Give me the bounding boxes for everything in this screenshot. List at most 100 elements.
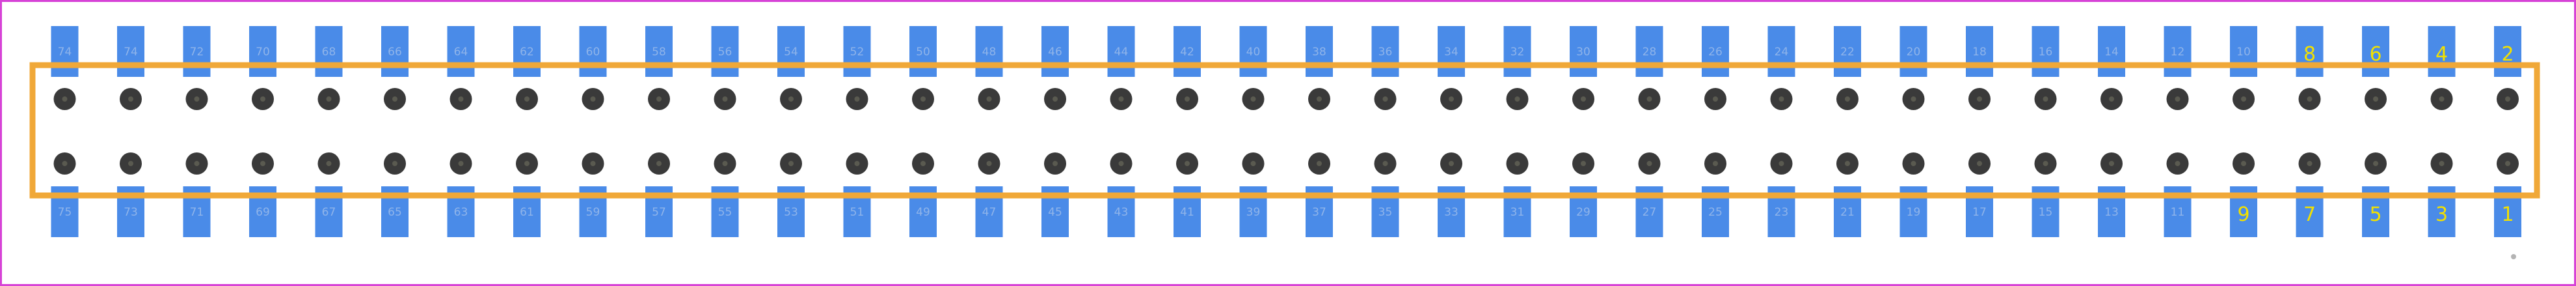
pad-label-57-bottom: 57 (652, 206, 666, 219)
pad-60-top[interactable] (579, 26, 607, 77)
drill-hole-mark (722, 161, 728, 166)
pad-30-top[interactable] (1570, 26, 1597, 77)
drill-hole-mark (788, 161, 794, 166)
drill-hole-mark (524, 96, 530, 102)
pad-46-top[interactable] (1041, 26, 1069, 77)
drill-hole-mark (458, 161, 464, 166)
drill-hole-mark (326, 161, 332, 166)
drill-hole-mark (2241, 96, 2246, 102)
pad-36-top[interactable] (1371, 26, 1399, 77)
drill-hole-mark (1778, 96, 1784, 102)
drill-hole-mark (2043, 96, 2048, 102)
pad-label-73-bottom: 73 (124, 206, 138, 219)
pad-label-60-top: 60 (586, 46, 600, 59)
pad-66-top[interactable] (381, 26, 409, 77)
drill-hole-mark (458, 96, 464, 102)
drill-hole-mark (1118, 96, 1124, 102)
pad-label-69-bottom: 69 (256, 206, 270, 219)
pad-32-top[interactable] (1503, 26, 1531, 77)
pad-56-top[interactable] (711, 26, 739, 77)
pad-6-top[interactable] (2362, 26, 2389, 77)
pad-18-top[interactable] (1966, 26, 1993, 77)
pad-label-9-bottom: 9 (2237, 203, 2249, 226)
pad-22-top[interactable] (1834, 26, 1861, 77)
pad-64-top[interactable] (447, 26, 475, 77)
pad-label-68-top: 68 (322, 46, 336, 59)
drill-hole-mark (1713, 96, 1718, 102)
pad-label-53-bottom: 53 (784, 206, 798, 219)
drill-hole-mark (1250, 161, 1256, 166)
pad-label-16-top: 16 (2039, 46, 2053, 59)
pad-52-top[interactable] (843, 26, 871, 77)
pad-label-14-top: 14 (2104, 46, 2119, 59)
pad-12-top[interactable] (2164, 26, 2192, 77)
pad-label-20-top: 20 (1907, 46, 1921, 59)
pad-label-74-top: 74 (124, 46, 138, 59)
pad-70-top[interactable] (249, 26, 276, 77)
pad-74-top[interactable] (117, 26, 144, 77)
pad-38-top[interactable] (1306, 26, 1333, 77)
drill-hole-mark (62, 96, 68, 102)
pad-label-74-top: 74 (58, 46, 72, 59)
pad-label-26-top: 26 (1708, 46, 1723, 59)
drill-hole-mark (392, 161, 397, 166)
pad-label-30-top: 30 (1576, 46, 1590, 59)
pad-72-top[interactable] (183, 26, 211, 77)
pad-62-top[interactable] (513, 26, 541, 77)
drill-hole-mark (1977, 161, 1982, 166)
drill-hole-mark (986, 161, 992, 166)
pad-10-top[interactable] (2230, 26, 2257, 77)
drill-hole-mark (2373, 96, 2378, 102)
drill-hole-mark (1646, 96, 1652, 102)
pad-label-44-top: 44 (1114, 46, 1129, 59)
drill-hole-mark (854, 96, 860, 102)
pad-48-top[interactable] (975, 26, 1003, 77)
pad-26-top[interactable] (1702, 26, 1729, 77)
pad-label-25-bottom: 25 (1708, 206, 1723, 219)
pad-label-67-bottom: 67 (322, 206, 336, 219)
pad-label-75-bottom: 75 (58, 206, 72, 219)
pad-50-top[interactable] (909, 26, 937, 77)
pad-8-top[interactable] (2296, 26, 2324, 77)
drill-hole-mark (128, 161, 133, 166)
pad-label-35-bottom: 35 (1378, 206, 1393, 219)
pad-label-40-top: 40 (1246, 46, 1261, 59)
drill-hole-mark (1382, 161, 1388, 166)
pad-20-top[interactable] (1899, 26, 1927, 77)
pad-24-top[interactable] (1767, 26, 1795, 77)
pad-40-top[interactable] (1239, 26, 1267, 77)
pad-label-43-bottom: 43 (1114, 206, 1129, 219)
drill-hole-mark (260, 96, 265, 102)
pad-label-51-bottom: 51 (850, 206, 865, 219)
pad-54-top[interactable] (777, 26, 805, 77)
pad-34-top[interactable] (1438, 26, 1465, 77)
pad-label-10-top: 10 (2236, 46, 2251, 59)
drill-hole-mark (1911, 161, 1916, 166)
drill-hole-mark (2043, 161, 2048, 166)
pad-label-39-bottom: 39 (1246, 206, 1261, 219)
drill-hole-mark (1185, 161, 1190, 166)
pad-label-32-top: 32 (1510, 46, 1525, 59)
pad-14-top[interactable] (2098, 26, 2125, 77)
pad-28-top[interactable] (1635, 26, 1663, 77)
drill-hole-mark (1977, 96, 1982, 102)
pad-4-top[interactable] (2428, 26, 2456, 77)
pad-2-top[interactable] (2494, 26, 2521, 77)
pad-58-top[interactable] (645, 26, 673, 77)
pad-label-23-bottom: 23 (1775, 206, 1789, 219)
pad-68-top[interactable] (315, 26, 343, 77)
drill-hole-mark (1382, 96, 1388, 102)
drill-hole-mark (2439, 96, 2445, 102)
pad-label-19-bottom: 19 (1907, 206, 1921, 219)
drill-hole-mark (1449, 96, 1454, 102)
drill-hole-mark (854, 161, 860, 166)
pad-label-58-top: 58 (652, 46, 666, 59)
pad-74-top[interactable] (51, 26, 79, 77)
pad-label-22-top: 22 (1840, 46, 1855, 59)
pad-44-top[interactable] (1107, 26, 1135, 77)
pad-16-top[interactable] (2032, 26, 2059, 77)
pad-42-top[interactable] (1174, 26, 1201, 77)
drill-hole-mark (2307, 96, 2313, 102)
